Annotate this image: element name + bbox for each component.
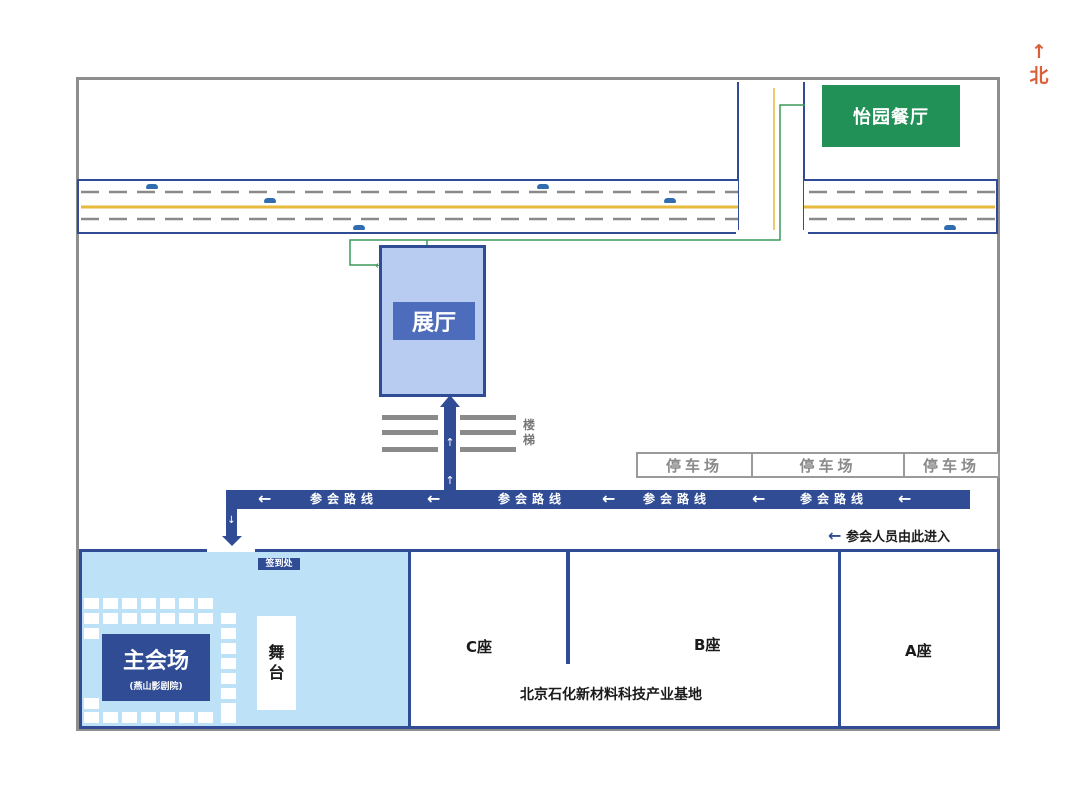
building-a-label: A座 [905, 642, 932, 660]
main-venue-subtitle: (燕山影剧院) [129, 682, 183, 692]
stage-label-1: 舞 [268, 643, 285, 662]
exhibition-hall-label: 展厅 [393, 302, 475, 340]
seating-grid [84, 598, 236, 723]
building-a[interactable] [838, 549, 1000, 729]
building-divider [566, 552, 570, 664]
parking-lot-3: 停车场 [903, 452, 1000, 478]
stair-step [460, 447, 516, 452]
building-bc[interactable] [408, 549, 841, 729]
checkin-desk: 签到处 [258, 558, 300, 570]
route-label: 参会路线 [800, 492, 869, 506]
entrance-arrow-icon: ← [828, 526, 842, 545]
stage-label-2: 台 [268, 663, 285, 682]
parking-lot-2: 停车场 [751, 452, 905, 478]
stairs-label-2: 梯 [522, 433, 535, 447]
stair-step [382, 447, 438, 452]
north-arrow-icon: ↑ [1031, 41, 1047, 63]
stair-step [382, 430, 438, 435]
route-arrowhead-icon [440, 395, 460, 407]
map-frame [76, 77, 1000, 731]
stair-step [382, 415, 438, 420]
north-indicator: ↑ 北 [1026, 40, 1052, 88]
north-label: 北 [1029, 65, 1049, 87]
car-icon [944, 225, 956, 230]
route-up-arrow-icon: ↑ [445, 436, 455, 449]
road-markings [81, 190, 995, 221]
entrance-note: ← 参会人员由此进入 [828, 526, 950, 545]
car-icon [264, 198, 276, 203]
route-label: 参会路线 [310, 492, 379, 506]
route-down-arrow-icon: ↓ [227, 515, 236, 526]
route-arrow-icon: ← [752, 489, 766, 508]
car-icon [353, 225, 365, 230]
stair-step [460, 430, 516, 435]
main-venue-title: 主会场 [122, 649, 189, 674]
building-b-label: B座 [694, 636, 721, 654]
route-label: 参会路线 [498, 492, 567, 506]
stair-step [460, 415, 516, 420]
route-segment-horizontal [226, 490, 970, 509]
restaurant-yiyuan[interactable]: 怡园餐厅 [822, 85, 960, 147]
route-arrow-icon: ← [427, 489, 441, 508]
car-icon [537, 184, 549, 189]
route-arrowhead-icon [222, 536, 242, 546]
stairs-label-1: 楼 [522, 418, 535, 432]
route-label: 参会路线 [643, 492, 712, 506]
route-arrow-icon: ← [258, 489, 272, 508]
road-intersection [737, 176, 805, 236]
main-venue-label: 主会场 (燕山影剧院) [102, 634, 210, 701]
industrial-base-label: 北京石化新材料科技产业基地 [520, 687, 702, 703]
entrance-label: 参会人员由此进入 [845, 530, 950, 545]
side-road-lines [737, 82, 805, 180]
parking-lot-1: 停车场 [636, 452, 753, 478]
building-c-label: C座 [466, 638, 493, 656]
route-arrow-icon: ← [602, 489, 616, 508]
route-arrow-icon: ← [898, 489, 912, 508]
route-segment-down [226, 490, 237, 540]
stairs-label: 楼 梯 [521, 418, 537, 448]
route-segment-vertical [444, 403, 456, 495]
main-venue-door [207, 548, 255, 552]
road-edge-fix [736, 230, 808, 236]
car-icon [146, 184, 158, 189]
stage: 舞 台 [257, 616, 296, 710]
route-up-arrow-icon: ↑ [445, 474, 455, 487]
car-icon [664, 198, 676, 203]
